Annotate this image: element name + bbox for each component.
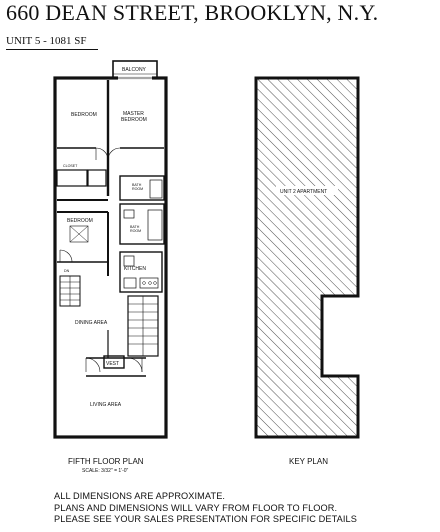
- key-plan-unit-label: UNIT 2 APARTMENT: [280, 189, 327, 195]
- balcony-label: BALCONY: [122, 67, 147, 73]
- stair-main: [127, 295, 159, 357]
- kitchen: [119, 251, 163, 293]
- disclaimer-notes: ALL DIMENSIONS ARE APPROXIMATE. PLANS AN…: [54, 491, 357, 526]
- floor-plan-scale: SCALE: 3/32" = 1'-0": [82, 468, 129, 474]
- outer-walls: [53, 76, 168, 439]
- unit-underline: [6, 49, 98, 50]
- bath-room-2-label-2: ROOM: [130, 229, 141, 233]
- unit-label: UNIT 5 - 1081 SF: [6, 35, 87, 47]
- bath-room-2-label-1: BATH: [130, 225, 140, 229]
- dining-area-label: DINING AREA: [75, 320, 108, 326]
- stair: [59, 275, 81, 307]
- bath-room-2: [119, 203, 165, 245]
- down-label: DN: [64, 269, 70, 273]
- bath-room-label-1: BATH: [132, 183, 142, 187]
- master-bedroom-label-1: MASTER: [123, 111, 144, 117]
- living-area-label: LIVING AREA: [90, 402, 122, 408]
- bedroom-label: BEDROOM: [71, 112, 97, 118]
- key-plan-caption: KEY PLAN: [289, 457, 328, 466]
- floor-plan: [53, 60, 168, 439]
- closet-label: CLOSET: [63, 164, 78, 168]
- vestibule: [103, 355, 125, 369]
- room-labels: BALCONY BEDROOM MASTER BEDROOM BATH ROOM…: [63, 67, 147, 408]
- page-title: 660 DEAN STREET, BROOKLYN, N.Y.: [6, 0, 379, 25]
- note-line: PLEASE SEE YOUR SALES PRESENTATION FOR S…: [54, 514, 357, 524]
- bath-room-1: [119, 175, 165, 201]
- closet-block: [56, 169, 88, 187]
- floor-plan-caption: FIFTH FLOOR PLAN: [68, 457, 144, 466]
- vest-label: VEST: [106, 361, 119, 367]
- master-bedroom-label-2: BEDROOM: [121, 117, 147, 123]
- bath-room-label-2: ROOM: [132, 187, 143, 191]
- note-line: PLANS AND DIMENSIONS WILL VARY FROM FLOO…: [54, 502, 338, 513]
- bedroom-2-label: BEDROOM: [67, 218, 93, 224]
- key-plan-outline: [254, 76, 360, 439]
- kitchen-label: KITCHEN: [124, 266, 146, 272]
- key-plan: UNIT 2 APARTMENT: [254, 76, 360, 439]
- note-line: ALL DIMENSIONS ARE APPROXIMATE.: [54, 491, 226, 501]
